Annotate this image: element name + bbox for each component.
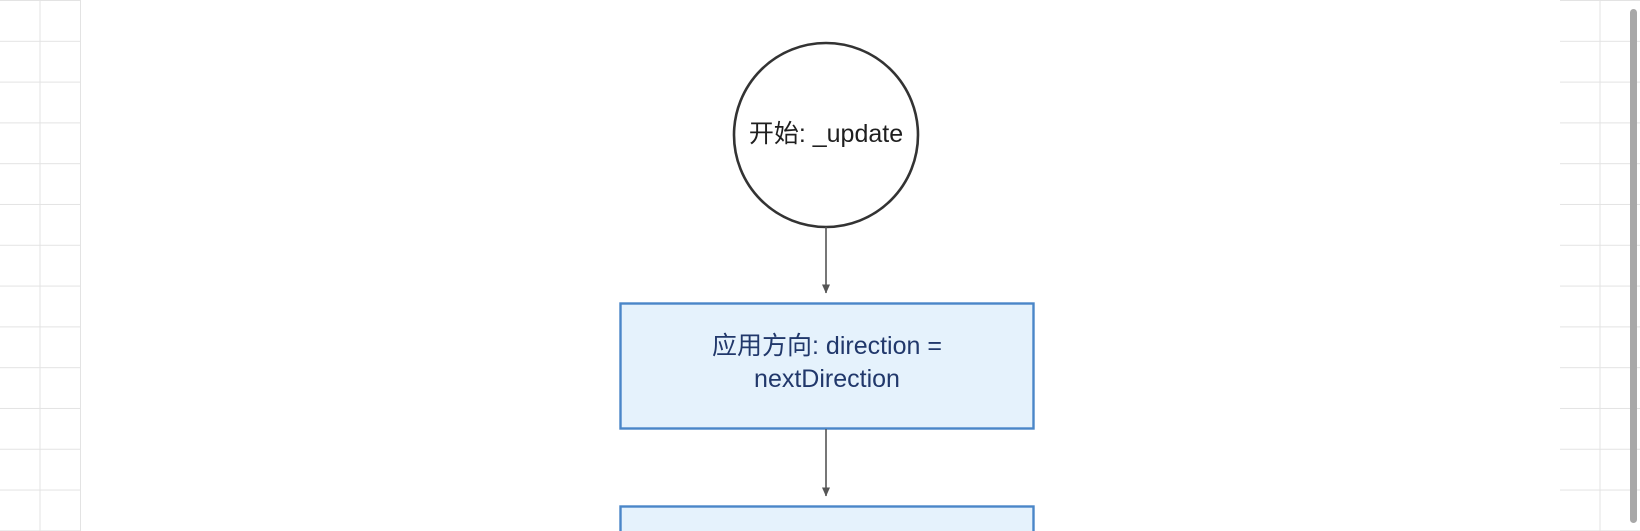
node-start-circle[interactable] — [732, 41, 920, 229]
node-apply-direction-rect[interactable] — [619, 302, 1035, 430]
node-next-step-rect[interactable] — [619, 505, 1035, 531]
vertical-scrollbar-thumb[interactable] — [1630, 9, 1637, 523]
vertical-scrollbar[interactable] — [1626, 0, 1640, 531]
